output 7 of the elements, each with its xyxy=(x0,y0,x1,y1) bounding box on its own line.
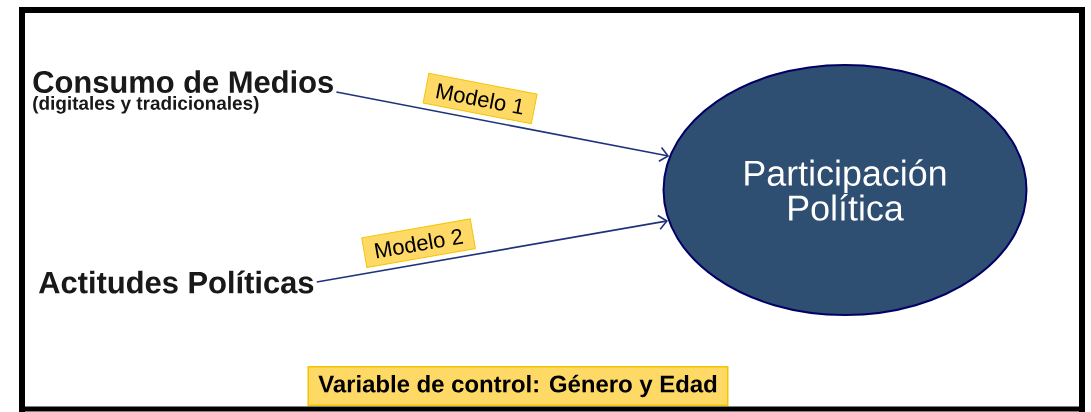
control-box: Variable de control: Género y Edad xyxy=(307,366,729,406)
source-label: Actitudes Políticas xyxy=(38,270,314,294)
edge-label: Modelo 1 xyxy=(422,72,538,125)
arrow xyxy=(335,91,670,163)
arrow xyxy=(315,214,669,283)
source-label: Consumo de Medios (digitales y tradicionales) xyxy=(33,70,333,114)
edge-label: Modelo 2 xyxy=(361,218,476,268)
